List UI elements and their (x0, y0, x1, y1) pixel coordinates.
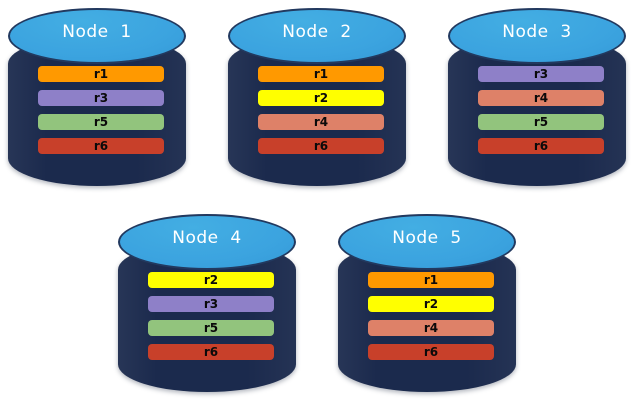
node-cylinder-1[interactable]: Node 1 r1 r3 r5 r6 (8, 8, 186, 186)
node-cylinder-5[interactable]: Node 5 r1 r2 r4 r6 (338, 214, 516, 392)
replica-bar[interactable]: r2 (258, 90, 384, 106)
node-title: Node 5 (392, 228, 462, 248)
cylinder-top-ellipse (448, 8, 626, 64)
replica-list: r3 r4 r5 r6 (478, 66, 604, 154)
node-cylinder-3[interactable]: Node 3 r3 r4 r5 r6 (448, 8, 626, 186)
node-cylinder-4[interactable]: Node 4 r2 r3 r5 r6 (118, 214, 296, 392)
replica-bar[interactable]: r4 (478, 90, 604, 106)
replica-bar[interactable]: r4 (258, 114, 384, 130)
replica-list: r1 r2 r4 r6 (368, 272, 494, 360)
replica-bar[interactable]: r5 (38, 114, 164, 130)
node-title: Node 2 (282, 22, 352, 42)
replica-bar[interactable]: r6 (258, 138, 384, 154)
replica-bar[interactable]: r5 (148, 320, 274, 336)
replica-bar[interactable]: r5 (478, 114, 604, 130)
replica-bar[interactable]: r6 (38, 138, 164, 154)
replica-bar[interactable]: r6 (478, 138, 604, 154)
node-title: Node 4 (172, 228, 242, 248)
replica-bar[interactable]: r2 (148, 272, 274, 288)
replica-bar[interactable]: r6 (148, 344, 274, 360)
replica-bar[interactable]: r4 (368, 320, 494, 336)
node-title: Node 3 (502, 22, 572, 42)
node-cylinder-2[interactable]: Node 2 r1 r2 r4 r6 (228, 8, 406, 186)
cylinder-top-ellipse (338, 214, 516, 270)
replica-bar[interactable]: r1 (38, 66, 164, 82)
cylinder-top-ellipse (228, 8, 406, 64)
cylinder-top-ellipse (8, 8, 186, 64)
node-title: Node 1 (62, 22, 132, 42)
replica-bar[interactable]: r3 (478, 66, 604, 82)
replica-bar[interactable]: r3 (148, 296, 274, 312)
replica-bar[interactable]: r1 (258, 66, 384, 82)
cylinder-top-ellipse (118, 214, 296, 270)
replica-bar[interactable]: r2 (368, 296, 494, 312)
replica-bar[interactable]: r3 (38, 90, 164, 106)
replica-list: r1 r3 r5 r6 (38, 66, 164, 154)
cylinder-body (228, 36, 406, 186)
replica-bar[interactable]: r6 (368, 344, 494, 360)
replica-list: r1 r2 r4 r6 (258, 66, 384, 154)
replica-bar[interactable]: r1 (368, 272, 494, 288)
replica-list: r2 r3 r5 r6 (148, 272, 274, 360)
